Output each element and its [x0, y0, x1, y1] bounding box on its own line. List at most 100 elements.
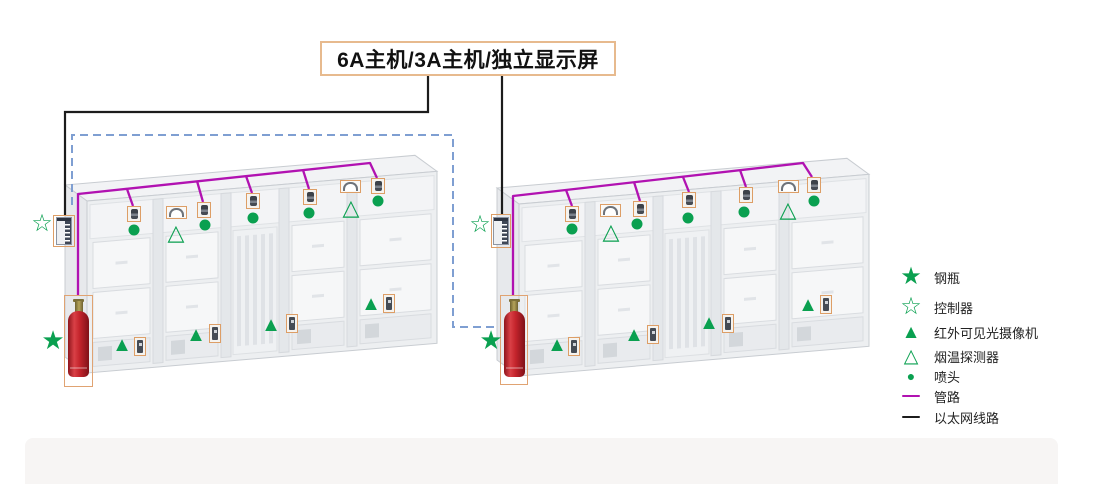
cabinet-1-pipe-1 — [76, 161, 379, 296]
host-title-label: 6A主机/3A主机/独立显示屏 — [337, 48, 599, 72]
nozzle-icon — [249, 196, 257, 206]
ir-camera-icon — [823, 298, 829, 311]
nozzle-device — [197, 202, 211, 218]
ir-camera-symbol: ▲ — [361, 293, 381, 316]
triangle-outline-icon: △ — [903, 345, 919, 367]
ir-camera-icon — [137, 340, 143, 353]
star-filled-icon: ★ — [900, 263, 922, 290]
legend-label: 钢瓶 — [934, 270, 961, 286]
ir-camera-icon — [212, 327, 218, 340]
legend-label: 以太网线路 — [934, 410, 1000, 426]
nozzle-device — [303, 189, 317, 205]
nozzle-icon — [200, 205, 208, 215]
cylinder-body-icon — [503, 311, 525, 377]
ir-camera-icon — [289, 317, 295, 330]
legend: ★ 钢瓶 ☆控制器▲ 红外可见光摄像机 △ 烟温探测器 ● 喷头管路以太网线路 — [898, 0, 1088, 484]
legend-item: ▲ 红外可见光摄像机 — [898, 320, 1088, 344]
cabinet-2-front-face — [518, 173, 870, 377]
smoke-temp-detector-symbol: △ — [167, 220, 185, 246]
spray-nozzle-symbol — [372, 195, 384, 207]
smoke-temp-detector-device — [166, 206, 187, 219]
spray-nozzle-symbol — [199, 219, 211, 231]
nozzle-device — [246, 193, 260, 209]
spray-nozzle-symbol — [303, 207, 315, 219]
ir-camera-symbol: ▲ — [699, 312, 719, 335]
legend-label: 红外可见光摄像机 — [934, 325, 1039, 341]
controller-device — [491, 214, 511, 248]
controller-icon — [493, 217, 509, 245]
ir-camera-device — [209, 324, 221, 343]
controller-icon — [56, 217, 72, 245]
ir-camera-icon — [650, 328, 656, 341]
dome-detector-icon — [603, 206, 618, 215]
smoke-temp-detector-symbol: △ — [602, 219, 620, 245]
cabinet-2-pipe-3 — [632, 181, 642, 202]
ir-camera-symbol: ▲ — [112, 334, 132, 357]
ir-camera-symbol: ▲ — [186, 324, 206, 347]
legend-label: 喷头 — [934, 369, 961, 385]
spray-nozzle-symbol — [808, 195, 820, 207]
smoke-temp-detector-symbol: △ — [779, 197, 797, 223]
dome-detector-icon — [343, 182, 358, 191]
ir-camera-device — [722, 314, 734, 333]
controller-device — [53, 215, 75, 247]
spray-nozzle-symbol — [738, 206, 750, 218]
gas-cylinder-symbol: ★ — [479, 324, 503, 355]
cylinder-valve-icon — [74, 301, 83, 312]
spray-nozzle-symbol — [682, 212, 694, 224]
line-purple-icon — [898, 394, 924, 398]
ir-camera-icon — [386, 297, 392, 310]
host-title-box: 6A主机/3A主机/独立显示屏 — [320, 41, 616, 76]
nozzle-device — [633, 201, 647, 217]
legend-item: ★ 钢瓶 — [898, 265, 1088, 289]
nozzle-device — [565, 206, 579, 222]
ethernet-line-1 — [63, 72, 430, 215]
cylinder-handle-icon — [508, 299, 520, 302]
legend-label: 控制器 — [934, 300, 974, 316]
circle-filled-icon: ● — [906, 368, 916, 384]
legend-item: 管路 — [898, 384, 1088, 408]
legend-item: ● 喷头 — [898, 364, 1088, 388]
nozzle-device — [682, 192, 696, 208]
nozzle-device — [371, 178, 385, 194]
ir-camera-icon — [571, 340, 577, 353]
cabinet-2-pipe-1 — [511, 161, 813, 296]
dome-detector-icon — [169, 208, 184, 217]
smoke-temp-detector-device — [778, 180, 799, 193]
nozzle-device — [739, 187, 753, 203]
smoke-temp-detector-device — [340, 180, 361, 193]
spray-nozzle-symbol — [247, 212, 259, 224]
cylinder-handle-icon — [73, 299, 84, 302]
cylinder-body-icon — [68, 311, 89, 377]
ir-camera-device — [820, 295, 832, 314]
legend-label: 烟温探测器 — [934, 349, 1000, 365]
gas-cylinder — [500, 295, 528, 385]
cabinet-2-pipe-5 — [738, 169, 748, 188]
nozzle-icon — [130, 209, 138, 219]
cylinder-valve-icon — [510, 301, 518, 312]
ir-camera-symbol: ▲ — [798, 294, 818, 317]
nozzle-icon — [636, 204, 644, 214]
ir-camera-device — [568, 337, 580, 356]
cabinet-1-pipe-2 — [125, 188, 135, 207]
cabinet-2-pipe-2 — [564, 189, 574, 207]
gas-cylinder — [64, 295, 93, 387]
spray-nozzle-symbol — [128, 224, 140, 236]
ir-camera-device — [647, 325, 659, 344]
spray-nozzle-symbol — [566, 223, 578, 235]
nozzle-icon — [374, 181, 382, 191]
smoke-temp-detector-symbol: △ — [342, 195, 360, 221]
spray-nozzle-symbol — [631, 218, 643, 230]
triangle-filled-icon: ▲ — [901, 321, 921, 343]
nozzle-icon — [685, 195, 693, 205]
legend-label: 管路 — [934, 389, 961, 405]
ir-camera-device — [134, 337, 146, 356]
legend-item: ☆控制器 — [898, 295, 1088, 319]
gas-cylinder-symbol: ★ — [41, 324, 65, 355]
cabinet-1-pipe-3 — [195, 180, 205, 203]
cabinet-2-pipe-4 — [681, 176, 691, 193]
ir-camera-icon — [725, 317, 731, 330]
cabinet-1-pipe-4 — [244, 175, 254, 194]
ir-camera-symbol: ▲ — [261, 314, 281, 337]
